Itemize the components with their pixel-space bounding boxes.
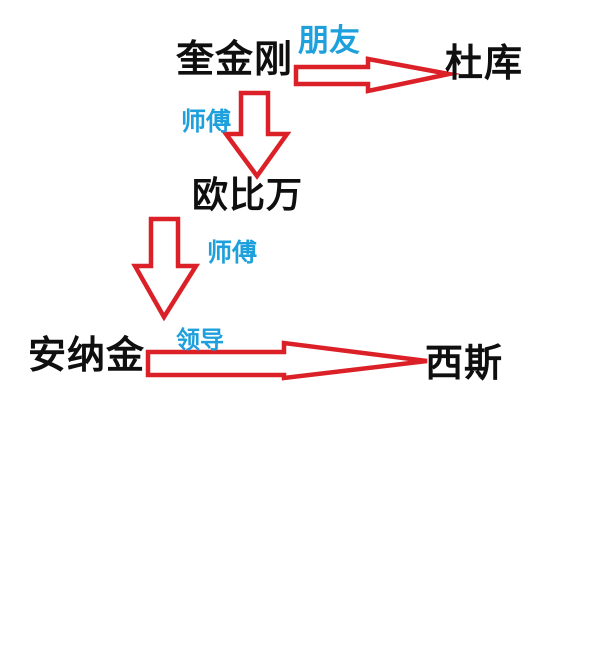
edge-label-master-2: 师傅	[207, 239, 258, 267]
edge-label-master-1: 师傅	[181, 108, 232, 136]
node-annajin: 安纳金	[28, 335, 146, 377]
node-xisi: 西斯	[425, 343, 504, 385]
node-duku: 杜库	[445, 43, 524, 85]
arrow-kuijingang-to-duku	[293, 56, 461, 94]
arrow-annajin-to-xisi	[145, 340, 428, 381]
edge-label-leader: 领导	[176, 327, 224, 354]
node-oubiwan: 欧比万	[192, 174, 304, 215]
arrow-kuijingang-to-oubiwan	[221, 90, 292, 180]
node-kuijingang: 奎金刚	[176, 39, 294, 81]
edge-label-friend: 朋友	[298, 23, 360, 58]
arrow-oubiwan-to-annajin	[131, 216, 201, 322]
